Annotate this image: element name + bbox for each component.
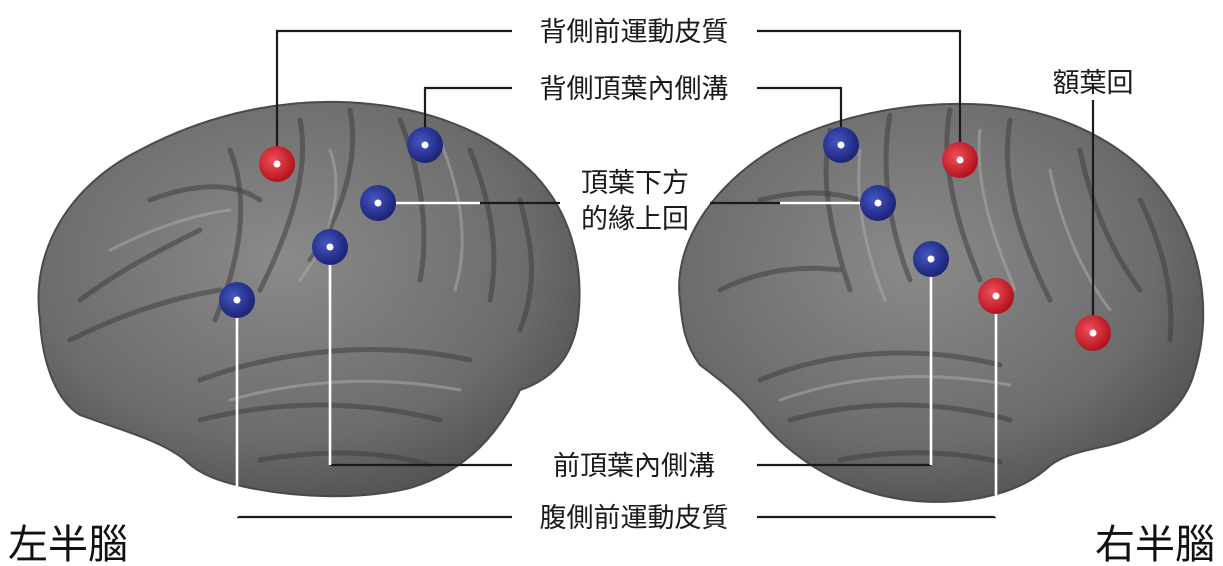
left-ventral-premotor-marker xyxy=(219,282,255,318)
label-inferior-parietal-line2: 的緣上回 xyxy=(581,204,689,235)
right-hemisphere-brain xyxy=(679,104,1203,502)
label-dorsal-premotor: 背側前運動皮質 xyxy=(540,17,729,48)
right-inferior-parietal-marker xyxy=(860,185,896,221)
right-frontal-gyrus-marker xyxy=(1075,315,1111,351)
right-dorsal-ips-marker xyxy=(823,127,859,163)
right-ventral-premotor-marker xyxy=(978,278,1014,314)
label-anterior-ips: 前頂葉內側溝 xyxy=(553,451,715,482)
left-dorsal-ips-marker xyxy=(407,127,443,163)
label-ventral-premotor: 腹側前運動皮質 xyxy=(540,503,729,534)
label-frontal-gyrus: 額葉回 xyxy=(1053,68,1134,99)
left-dorsal-premotor-marker xyxy=(259,146,295,182)
left-hemisphere-brain xyxy=(38,102,579,496)
right-anterior-ips-marker xyxy=(913,241,949,277)
label-right-hemisphere: 右半腦 xyxy=(1095,522,1215,566)
label-inferior-parietal-line1: 頂葉下方 xyxy=(581,168,689,199)
left-inferior-parietal-marker xyxy=(360,185,396,221)
left-anterior-ips-marker xyxy=(312,229,348,265)
right-dorsal-premotor-marker xyxy=(942,142,978,178)
label-left-hemisphere: 左半腦 xyxy=(8,522,128,566)
label-dorsal-ips: 背側頂葉內側溝 xyxy=(540,74,729,105)
